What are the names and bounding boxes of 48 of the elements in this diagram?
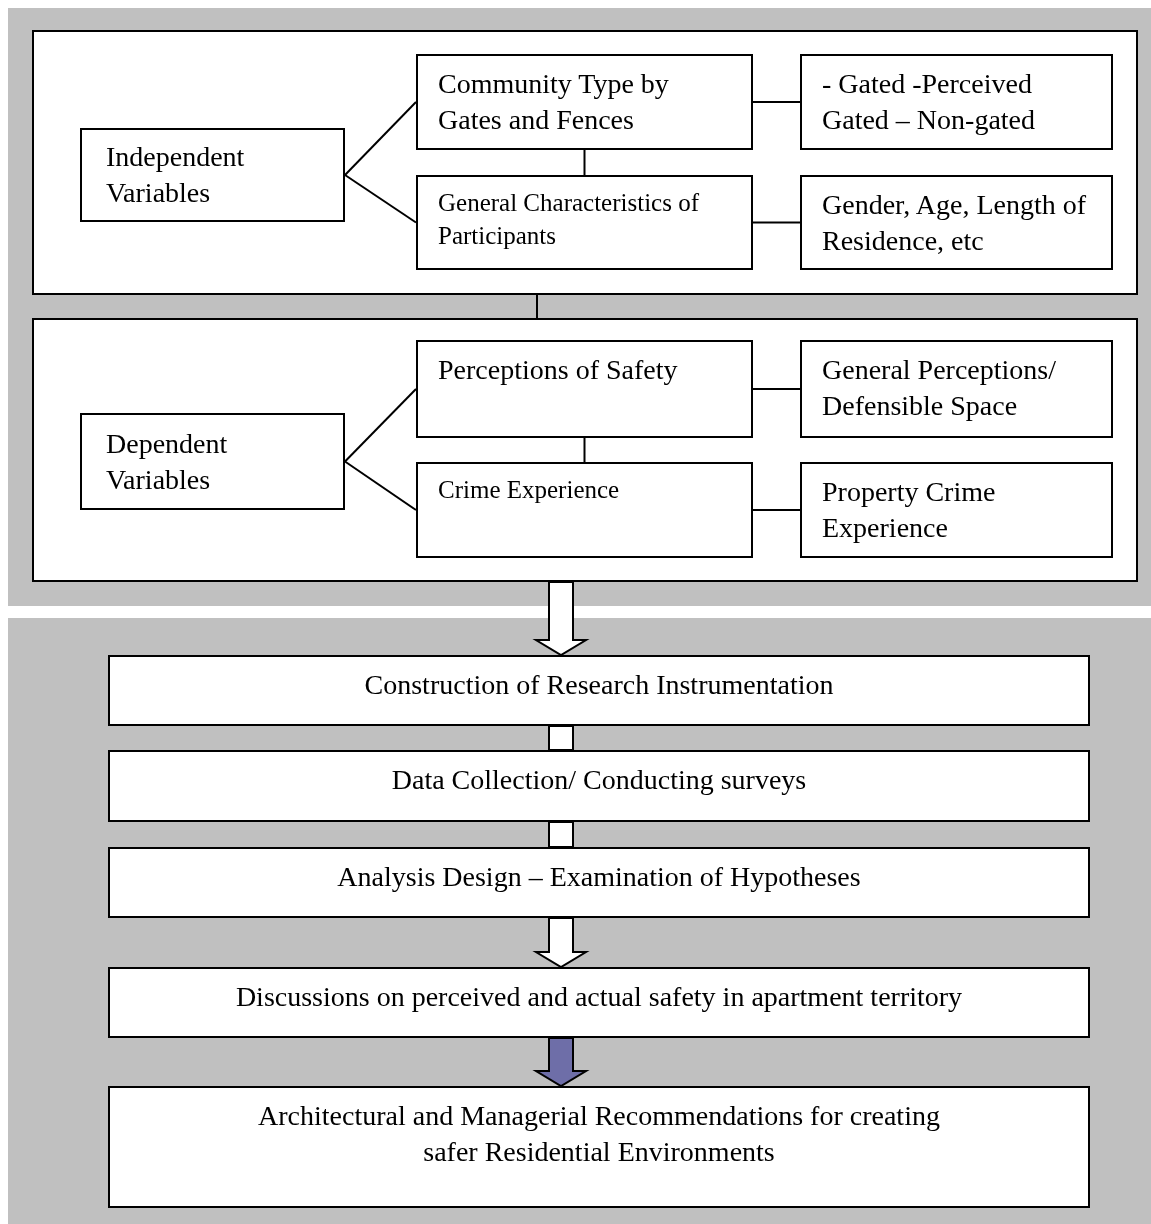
node-label: Analysis Design – Examination of Hypotheses [336,860,862,894]
variable-box [800,462,1113,558]
node-label: General Characteristics of Participants [438,188,700,251]
connector-line [752,388,801,390]
block-arrow [532,917,590,969]
variable-box [800,175,1113,270]
connector-line [344,388,417,463]
variable-box [80,413,345,510]
variable-box [800,340,1113,438]
connector-line [752,221,801,224]
connector-line [752,101,801,103]
variable-box [416,340,753,438]
connector-line [344,174,417,224]
node-label: Construction of Research Instrumentation [363,668,835,702]
connector-line [536,294,538,319]
node-label: Architectural and Managerial Recommendations for creating safer Residential Environments [257,1099,941,1170]
node-label: Data Collection/ Conducting surveys [390,763,808,797]
connector-line [583,437,586,463]
connector-line [752,509,801,511]
panel-frame [32,318,1138,582]
process-box [108,847,1090,918]
variable-box [80,128,345,222]
node-label: Community Type by Gates and Fences [438,67,670,138]
block-arrow [532,581,590,657]
variable-box [416,54,753,150]
node-label: Perceptions of Safety [438,353,679,387]
process-box [108,655,1090,726]
node-label: Discussions on perceived and actual safety in apartment territory [234,980,964,1014]
variable-box [800,54,1113,150]
connector-line [583,149,586,176]
node-label: Crime Experience [438,475,621,505]
process-box [108,750,1090,822]
node-label: Independent Variables [106,139,246,210]
node-label: - Gated -Perceived Gated – Non-gated [822,67,1037,138]
connector-line [344,101,417,176]
panel-frame [32,30,1138,295]
variable-box [416,175,753,270]
process-box [108,967,1090,1038]
process-box [108,1086,1090,1208]
node-label: Gender, Age, Length of Residence, etc [822,188,1088,259]
connector-line [344,460,417,511]
connector-bar [548,821,574,848]
node-label: Dependent Variables [106,426,229,497]
node-label: Property Crime Experience [822,475,997,546]
node-label: General Perceptions/ Defensible Space [822,353,1058,424]
connector-bar [548,725,574,751]
block-arrow [532,1037,590,1088]
variable-box [416,462,753,558]
